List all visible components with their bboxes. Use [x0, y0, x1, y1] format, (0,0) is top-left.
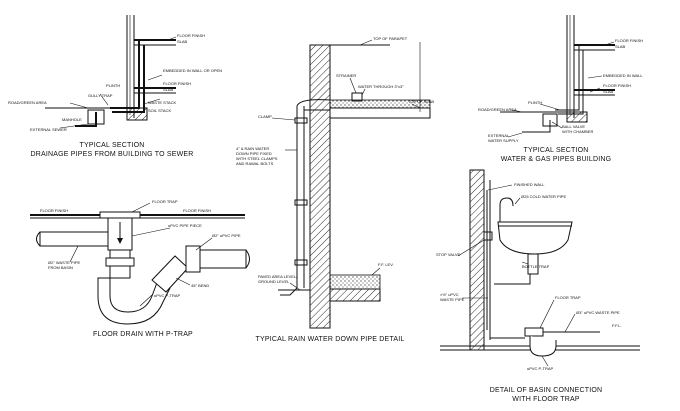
- drainage-caption-line1: TYPICAL SECTION: [80, 142, 145, 149]
- drainage-embedded-label: EMBEDDED IN WALL OR OPEN: [163, 68, 222, 73]
- drainage-slab-label: SLAB: [177, 39, 188, 44]
- drainage-section-detail: FLOOR FINISH SLAB EMBEDDED IN WALL OR OP…: [8, 15, 222, 158]
- drainage-external-sewer-label: EXTERNAL SEWER: [30, 127, 67, 132]
- drainage-plinth-label: PLINTH: [106, 83, 120, 88]
- floordrain-ptrap-label: uPVC P-TRAP: [154, 293, 181, 298]
- water-gas-section-detail: FLOOR FINISH SLAB EMBEDDED IN WALL FLOOR…: [478, 15, 643, 163]
- rainwater-down-pipe-3: WITH STEEL CLAMPS: [236, 156, 278, 161]
- drainage-manhole-label: MANHOLE: [62, 117, 82, 122]
- watergas-ball-valve-1: BALL VALVE: [562, 124, 585, 129]
- rainwater-water-through-label: WATER THROUGH 3"x3": [358, 84, 404, 89]
- drainage-floor-finish2-label: FLOOR FINISH: [163, 81, 191, 86]
- basin-waste-2: WASTE PIPE: [440, 297, 465, 302]
- floordrain-waste-2: FROM BASIN: [48, 265, 73, 270]
- rainwater-paved-2: GROUND LEVEL: [258, 279, 290, 284]
- watergas-slab-label: SLAB: [615, 44, 626, 49]
- watergas-external-1: EXTERNAL: [488, 133, 510, 138]
- rainwater-caption: TYPICAL RAIN WATER DOWN PIPE DETAIL: [256, 336, 405, 343]
- basin-ffl-label: F.F.L.: [612, 323, 622, 328]
- drainage-floor-finish-label: FLOOR FINISH: [177, 33, 205, 38]
- drainage-road-area-label: ROAD/GREEN AREA: [8, 100, 47, 105]
- rainwater-down-pipe-1: 4" & RAIN WATER: [236, 146, 269, 151]
- rainwater-clamp-label: CLAMP: [258, 114, 272, 119]
- watergas-road-area-label: ROAD/GREEN AREA: [478, 107, 517, 112]
- basin-waste-pipe-label: Ø3" uPVC WASTE PIPE: [576, 310, 620, 315]
- floor-drain-detail: FLOOR TRAP FLOOR FINISH FLOOR FINISH uPV…: [30, 199, 250, 338]
- drainage-caption-line2: DRAINAGE PIPES FROM BUILDING TO SEWER: [30, 151, 193, 158]
- basin-waste-1: ×½" uPVC: [440, 292, 459, 297]
- rain-water-pipe-detail: TOP OF PARAPET STRAINER WATER THROUGH 3"…: [236, 36, 434, 343]
- watergas-plinth-label: PLINTH: [528, 100, 542, 105]
- basin-connection-detail: FINISHED WALL Ø25 COLD WATER PIPE STOP V…: [436, 169, 640, 403]
- basin-caption-line2: WITH FLOOR TRAP: [512, 396, 580, 403]
- floordrain-upvc-pipe-label: Ø2" uPVC PIPE: [212, 233, 241, 238]
- watergas-caption-line2: WATER & GAS PIPES BUILDING: [501, 156, 612, 163]
- floordrain-bend-label: 45° BEND: [191, 283, 209, 288]
- basin-caption-line1: DETAIL OF BASIN CONNECTION: [490, 387, 603, 394]
- watergas-floor-finish2-label: FLOOR FINISH: [603, 83, 631, 88]
- rainwater-strainer-label: STRAINER: [336, 73, 356, 78]
- drainage-slab2-label: SLAB: [163, 87, 174, 92]
- basin-stop-valve-label: STOP VALVE: [436, 252, 460, 257]
- basin-ptrap-label: uPVC P-TRAP: [527, 366, 554, 371]
- floordrain-floor-trap-label: FLOOR TRAP: [152, 199, 178, 204]
- drainage-soil-stack-label: SOIL STACK: [148, 108, 171, 113]
- watergas-external-2: WATER SUPPLY: [488, 138, 519, 143]
- rainwater-down-pipe-2: DOWN PIPE FIXED: [236, 151, 272, 156]
- basin-cold-water-label: Ø25 COLD WATER PIPE: [521, 194, 566, 199]
- floordrain-waste-1: Ø2" WASTE PIPE: [48, 260, 81, 265]
- basin-floor-trap-label: FLOOR TRAP: [555, 295, 581, 300]
- rainwater-down-pipe-4: AND RAWAL BOLTS: [236, 161, 274, 166]
- rainwater-top-parapet-label: TOP OF PARAPET: [373, 36, 408, 41]
- rainwater-top-slab-label: TOP OF SLAB: [408, 99, 434, 104]
- floordrain-floor-finish-left: FLOOR FINISH: [40, 208, 68, 213]
- rainwater-ffl-label: F.F. LEV.: [378, 262, 394, 267]
- watergas-floor-finish-label: FLOOR FINISH: [615, 38, 643, 43]
- drainage-gully-trap-label: GULLY TRAP: [88, 93, 113, 98]
- watergas-ball-valve-2: WITH CHAMBER: [562, 129, 593, 134]
- floordrain-floor-finish-right: FLOOR FINISH: [183, 208, 211, 213]
- rainwater-paved-1: PAVED AREA LEVEL/: [258, 274, 298, 279]
- watergas-embedded-label: EMBEDDED IN WALL: [603, 73, 643, 78]
- drainage-waste-stack-label: WASTE STACK: [148, 100, 177, 105]
- floordrain-upvc-piece-label: uPVC PIPE PIECE: [168, 223, 202, 228]
- watergas-slab2-label: SLAB: [603, 89, 614, 94]
- floordrain-caption: FLOOR DRAIN WITH P-TRAP: [93, 331, 193, 338]
- basin-bottle-trap-label: BOTTLE TRAP: [522, 264, 550, 269]
- basin-finished-wall-label: FINISHED WALL: [514, 182, 545, 187]
- watergas-caption-line1: TYPICAL SECTION: [524, 147, 589, 154]
